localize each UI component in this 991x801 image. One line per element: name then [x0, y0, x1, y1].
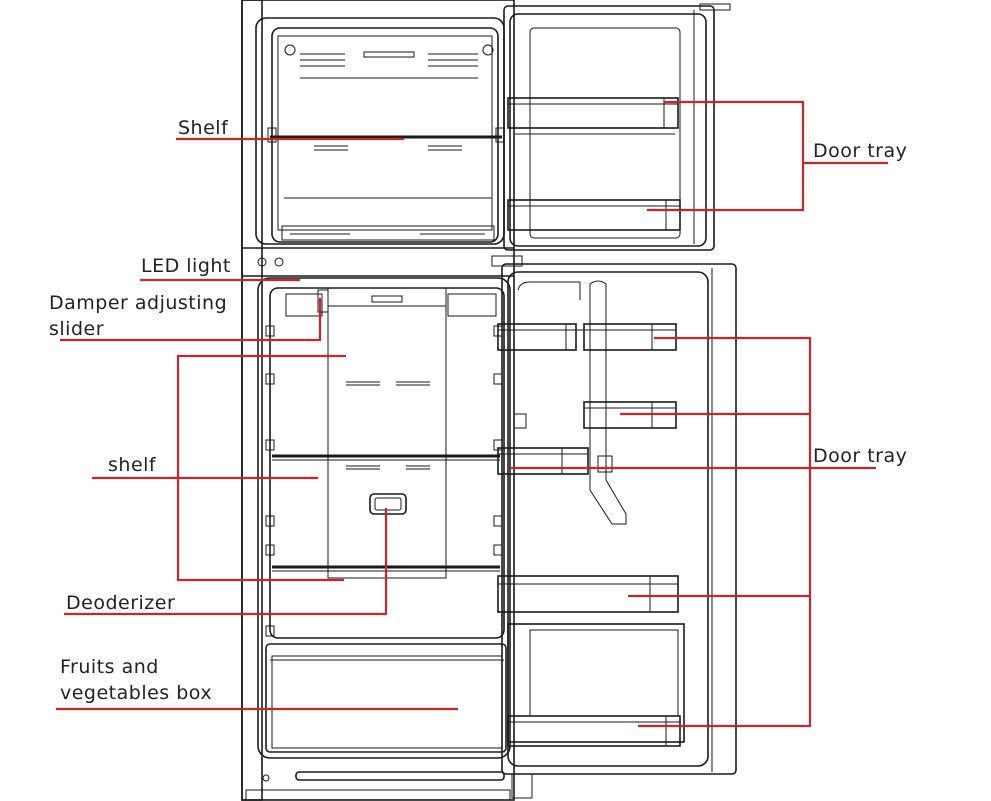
fridge-compartment: [257, 277, 511, 782]
label-shelf-freezer: Shelf: [178, 117, 229, 139]
freezer-vents: [300, 51, 478, 79]
fridge-door-tray-3: [497, 413, 613, 475]
freezer-door: [503, 3, 731, 251]
label-led-light: LED light: [141, 255, 231, 277]
freezer-door-tray-lower: [507, 199, 681, 231]
air-duct-panel: [327, 287, 447, 579]
leader-door-tray-bottom: [510, 336, 876, 728]
leader-deodorizer: [64, 508, 388, 616]
freezer-compartment: [255, 17, 505, 245]
label-damper-line1: Damper adjusting: [49, 292, 228, 314]
freezer-door-tray-upper: [507, 97, 679, 129]
deodorizer: [369, 493, 407, 515]
cabinet: [241, 0, 515, 801]
control-strip: [257, 255, 523, 267]
fridge-side-supports: [265, 325, 503, 637]
led-light-right: [447, 293, 497, 317]
label-door-tray-top: Door tray: [813, 140, 908, 162]
leader-door-tray-top: [647, 100, 888, 212]
freezer-bottom-grille: [281, 225, 495, 241]
label-door-tray-bottom: Door tray: [813, 445, 908, 467]
freezer-shelf: [267, 127, 505, 199]
fridge-door-tray-4: [497, 575, 679, 613]
fridge-door-tray-5: [507, 623, 685, 747]
fridge-shelf-upper: [272, 454, 500, 461]
label-crisper-line1: Fruits and: [60, 656, 159, 678]
label-deodorizer: Deoderizer: [66, 592, 176, 614]
led-light: [285, 293, 323, 317]
bottom-grille: [295, 771, 505, 781]
leader-lines: [56, 100, 888, 728]
leader-shelf-fridge: [92, 354, 346, 582]
fruits-and-vegetables-box: [265, 643, 507, 753]
leader-damper-slider: [60, 298, 322, 342]
damper-adjusting-slider: [317, 289, 329, 313]
label-shelf-fridge: shelf: [108, 454, 157, 476]
label-crisper-line2: vegetables box: [60, 682, 213, 704]
fridge-door: [497, 263, 737, 799]
label-damper-line2: slider: [49, 318, 105, 340]
fridge-door-tray-1: [497, 323, 677, 351]
